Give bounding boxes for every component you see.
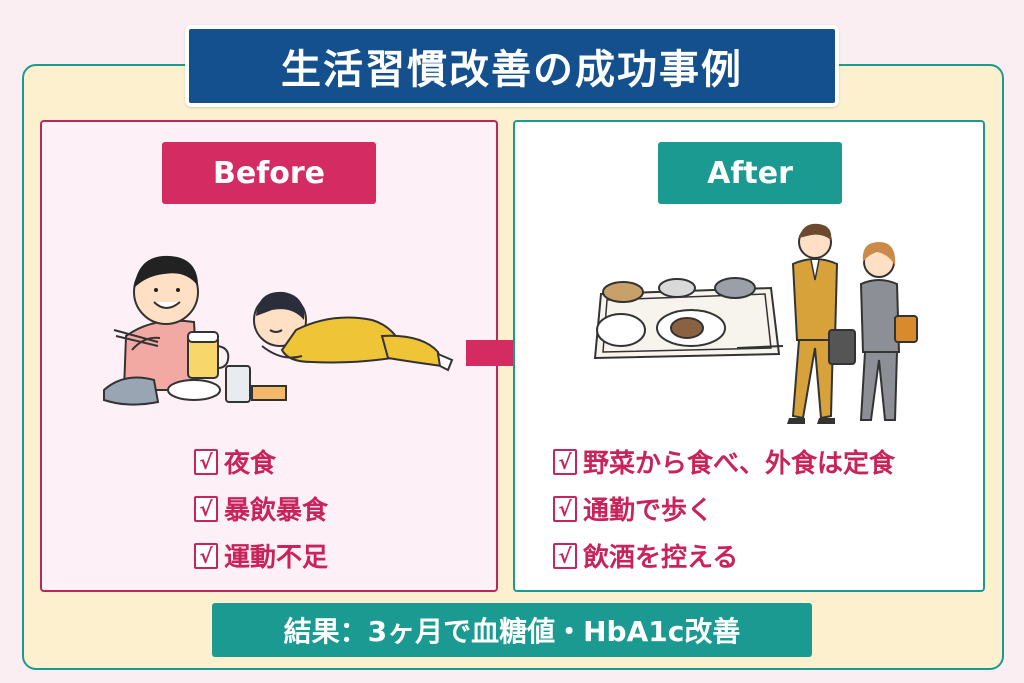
eating-man-illustration [103,255,287,406]
walking-couple-illustration [787,223,918,424]
list-item: √暴飲暴食 [194,485,328,532]
list-item-label: 通勤で歩く [583,496,714,526]
after-checklist: √野菜から食べ、外食は定食 √通勤で歩く √飲酒を控える [553,438,895,579]
checkbox-icon: √ [553,495,577,522]
list-item: √通勤で歩く [553,485,895,532]
list-item: √野菜から食べ、外食は定食 [553,438,895,485]
list-item: √運動不足 [194,532,328,579]
list-item-label: 野菜から食べ、外食は定食 [583,449,896,479]
meal-tray-illustration [593,277,784,360]
checkbox-icon: √ [194,495,218,522]
before-checklist: √夜食 √暴飲暴食 √運動不足 [194,438,328,579]
list-item-label: 飲酒を控える [583,543,739,573]
page-title: 生活習慣改善の成功事例 [185,25,839,107]
list-item-label: 暴飲暴食 [224,496,329,526]
after-label: After [658,142,842,204]
list-item: √飲酒を控える [553,532,895,579]
checkbox-icon: √ [194,542,218,569]
checkbox-icon: √ [553,448,577,475]
list-item-label: 運動不足 [224,543,329,573]
list-item: √夜食 [194,438,328,485]
before-label: Before [162,142,376,204]
lying-man-illustration [253,291,454,372]
list-item-label: 夜食 [224,449,277,479]
checkbox-icon: √ [194,448,218,475]
result-banner: 結果：3ヶ月で血糖値・HbA1c改善 [212,603,812,657]
after-panel: After √野菜から食べ、外食は定食 √通勤で歩く √飲酒を控える [513,120,985,592]
before-panel: Before √夜食 √暴飲暴食 [40,120,498,592]
checkbox-icon: √ [553,542,577,569]
